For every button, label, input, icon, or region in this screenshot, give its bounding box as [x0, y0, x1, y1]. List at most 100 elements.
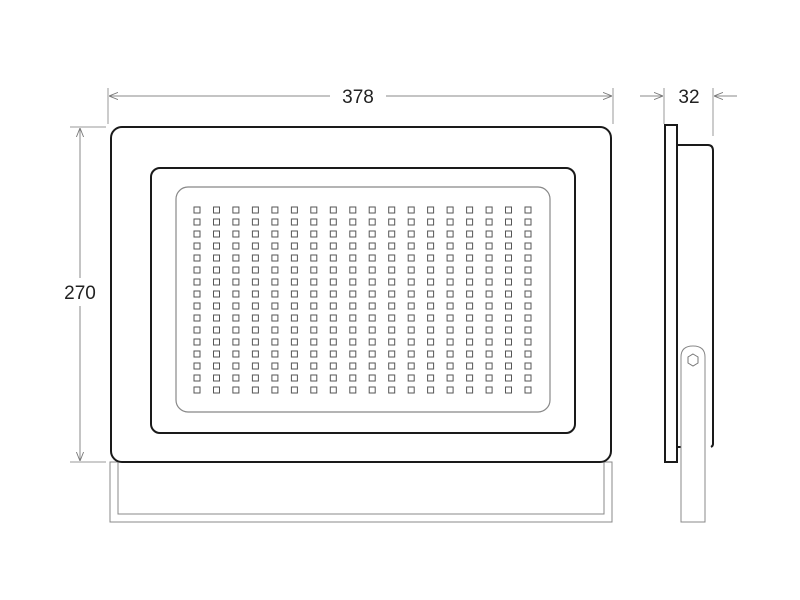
- hex-bolt-icon: [687, 353, 699, 367]
- led-chip: [271, 338, 279, 346]
- depth-dimension: 32: [640, 87, 737, 136]
- led-chip: [232, 218, 240, 226]
- led-chip: [251, 206, 259, 214]
- led-chip: [290, 338, 298, 346]
- led-chip: [251, 302, 259, 310]
- led-chip: [271, 362, 279, 370]
- side-view: [664, 124, 714, 523]
- led-chip: [388, 362, 396, 370]
- led-chip: [466, 374, 474, 382]
- led-chip: [349, 266, 357, 274]
- led-chip: [271, 374, 279, 382]
- led-chip: [271, 278, 279, 286]
- led-chip: [505, 326, 512, 334]
- led-chip: [407, 254, 415, 262]
- led-chip: [251, 218, 259, 226]
- led-chip: [232, 242, 240, 250]
- led-grid: [193, 206, 532, 394]
- led-chip: [485, 206, 493, 214]
- led-chip: [213, 290, 220, 298]
- led-chip: [349, 386, 357, 394]
- led-chip: [271, 206, 279, 214]
- led-chip: [310, 338, 318, 346]
- led-chip: [290, 374, 298, 382]
- led-chip: [310, 218, 318, 226]
- led-chip: [524, 254, 532, 262]
- width-label: 378: [342, 87, 374, 108]
- led-chip: [193, 266, 201, 274]
- front-plate: [664, 124, 678, 463]
- led-chip: [213, 314, 220, 322]
- led-chip: [368, 278, 376, 286]
- led-chip: [193, 350, 201, 358]
- led-chip: [329, 374, 337, 382]
- led-chip: [329, 230, 337, 238]
- led-chip: [524, 266, 532, 274]
- led-chip: [524, 338, 532, 346]
- led-chip: [271, 290, 279, 298]
- led-chip: [349, 206, 357, 214]
- led-chip: [446, 362, 454, 370]
- led-chip: [232, 290, 240, 298]
- led-chip: [349, 290, 357, 298]
- led-chip: [251, 362, 259, 370]
- led-chip: [388, 206, 396, 214]
- led-chip: [446, 302, 454, 310]
- led-chip: [213, 350, 220, 358]
- led-chip: [524, 290, 532, 298]
- led-chip: [349, 230, 357, 238]
- led-chip: [505, 386, 512, 394]
- led-chip: [485, 302, 493, 310]
- led-chip: [290, 326, 298, 334]
- led-chip: [485, 326, 493, 334]
- led-chip: [368, 374, 376, 382]
- led-chip: [193, 206, 201, 214]
- led-chip: [251, 314, 259, 322]
- led-chip: [232, 206, 240, 214]
- led-chip: [310, 290, 318, 298]
- led-chip: [329, 338, 337, 346]
- led-chip: [271, 314, 279, 322]
- led-chip: [407, 362, 415, 370]
- led-chip: [290, 254, 298, 262]
- led-chip: [368, 230, 376, 238]
- led-chip: [466, 362, 474, 370]
- led-chip: [193, 386, 201, 394]
- led-chip: [466, 326, 474, 334]
- led-chip: [427, 230, 435, 238]
- led-chip: [310, 254, 318, 262]
- led-chip: [329, 206, 337, 214]
- led-chip: [193, 242, 201, 250]
- led-chip: [329, 350, 337, 358]
- led-chip: [232, 278, 240, 286]
- led-chip: [290, 242, 298, 250]
- led-chip: [388, 302, 396, 310]
- led-chip: [251, 386, 259, 394]
- led-chip: [310, 326, 318, 334]
- led-chip: [446, 242, 454, 250]
- led-chip: [388, 254, 396, 262]
- led-chip: [427, 266, 435, 274]
- led-chip: [505, 338, 512, 346]
- led-chip: [407, 350, 415, 358]
- front-frame: [150, 167, 576, 434]
- led-chip: [485, 314, 493, 322]
- led-chip: [466, 278, 474, 286]
- led-chip: [407, 230, 415, 238]
- led-chip: [271, 254, 279, 262]
- led-chip: [446, 206, 454, 214]
- led-chip: [427, 314, 435, 322]
- led-chip: [524, 326, 532, 334]
- led-chip: [251, 230, 259, 238]
- led-chip: [524, 230, 532, 238]
- led-chip: [193, 374, 201, 382]
- led-chip: [407, 338, 415, 346]
- led-chip: [349, 338, 357, 346]
- led-chip: [388, 350, 396, 358]
- led-chip: [446, 350, 454, 358]
- led-chip: [232, 350, 240, 358]
- led-chip: [427, 218, 435, 226]
- led-chip: [349, 254, 357, 262]
- led-chip: [368, 338, 376, 346]
- led-chip: [329, 254, 337, 262]
